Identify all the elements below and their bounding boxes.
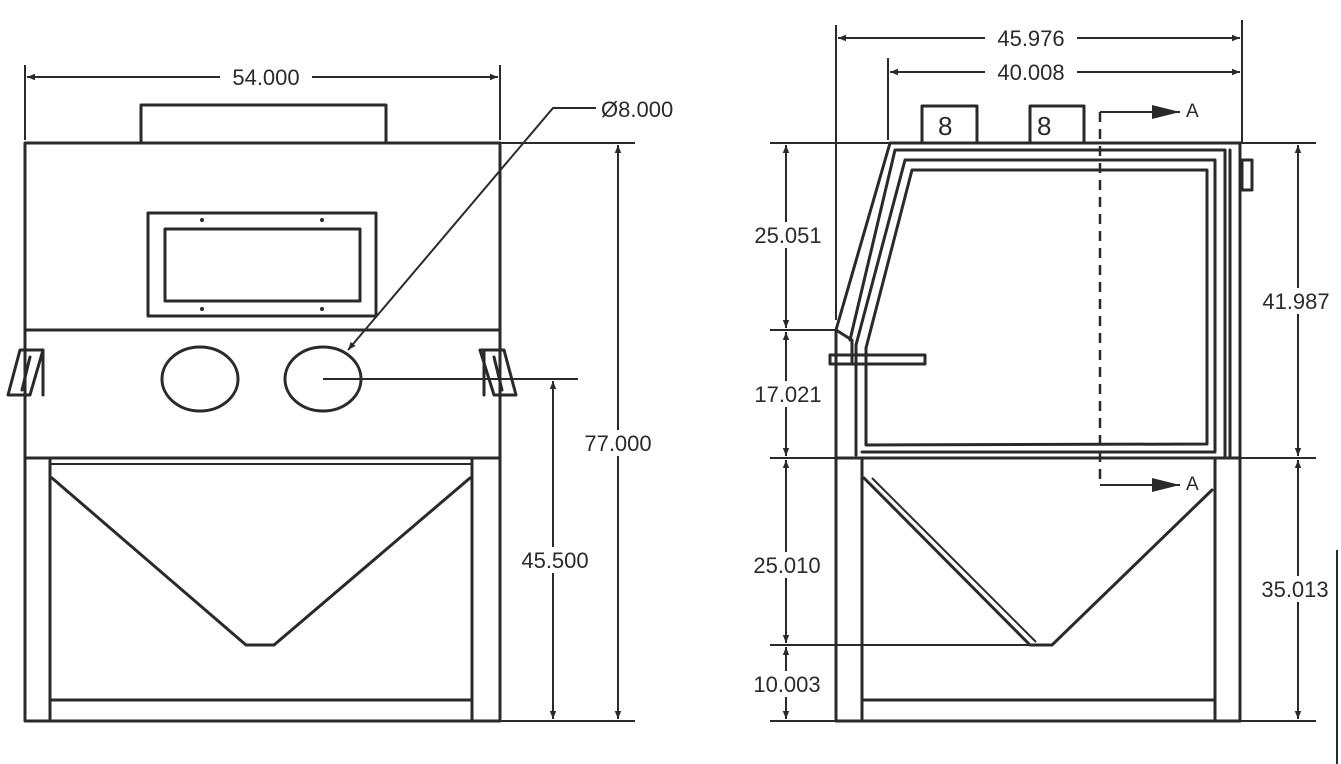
door-frame-outer bbox=[848, 148, 1227, 460]
side-hopper bbox=[862, 476, 1214, 647]
dim-height-upper: 41.987 bbox=[1262, 289, 1329, 314]
dim-mid: 17.021 bbox=[754, 382, 821, 407]
front-dimensions: 54.000 Ø8.000 77.000 45.500 bbox=[24, 64, 673, 722]
svg-text:Ø8.000: Ø8.000 bbox=[601, 97, 673, 122]
front-window-frame bbox=[146, 211, 378, 318]
front-cabinet-outline bbox=[23, 141, 502, 723]
front-window-glass bbox=[163, 227, 362, 303]
door-frame-mid bbox=[854, 158, 1217, 457]
glove-port-left bbox=[160, 345, 240, 413]
latch-label-1: 8 bbox=[938, 111, 952, 141]
dim-height-total: 77.000 bbox=[584, 431, 651, 456]
front-view bbox=[6, 103, 518, 723]
side-hopper-inner bbox=[871, 477, 1037, 643]
window-bolt bbox=[200, 307, 204, 311]
side-right-knob bbox=[1240, 158, 1254, 192]
diameter-symbol: Ø bbox=[601, 97, 618, 122]
dim-base: 10.003 bbox=[753, 672, 820, 697]
section-label-top: A bbox=[1186, 101, 1199, 122]
dim-width-cabinet: 40.008 bbox=[997, 60, 1064, 85]
side-view: 8 8 A A bbox=[828, 101, 1254, 723]
dim-width-front: 54.000 bbox=[232, 65, 299, 90]
window-bolt bbox=[320, 307, 324, 311]
dim-window: 25.051 bbox=[754, 223, 821, 248]
dim-hopper: 25.010 bbox=[753, 553, 820, 578]
front-top-duct bbox=[139, 103, 388, 145]
handle-left bbox=[6, 348, 45, 397]
dim-height-glove: 45.500 bbox=[521, 548, 588, 573]
dim-height-lower: 35.013 bbox=[1261, 577, 1328, 602]
window-bolt bbox=[320, 218, 324, 222]
window-bolt bbox=[200, 218, 204, 222]
door-frame-inner bbox=[864, 168, 1209, 447]
dim-width-overall: 45.976 bbox=[997, 26, 1064, 51]
diameter-leader bbox=[347, 107, 596, 351]
door-handle bbox=[828, 353, 927, 366]
section-label-bottom: A bbox=[1186, 474, 1199, 495]
front-hopper bbox=[50, 476, 472, 647]
door-hinge bbox=[834, 328, 854, 364]
latch-label-2: 8 bbox=[1037, 111, 1051, 141]
side-dimensions: 45.976 40.008 25.051 17.021 25.010 10.00… bbox=[744, 20, 1341, 764]
diameter-value: 8.000 bbox=[618, 97, 673, 122]
